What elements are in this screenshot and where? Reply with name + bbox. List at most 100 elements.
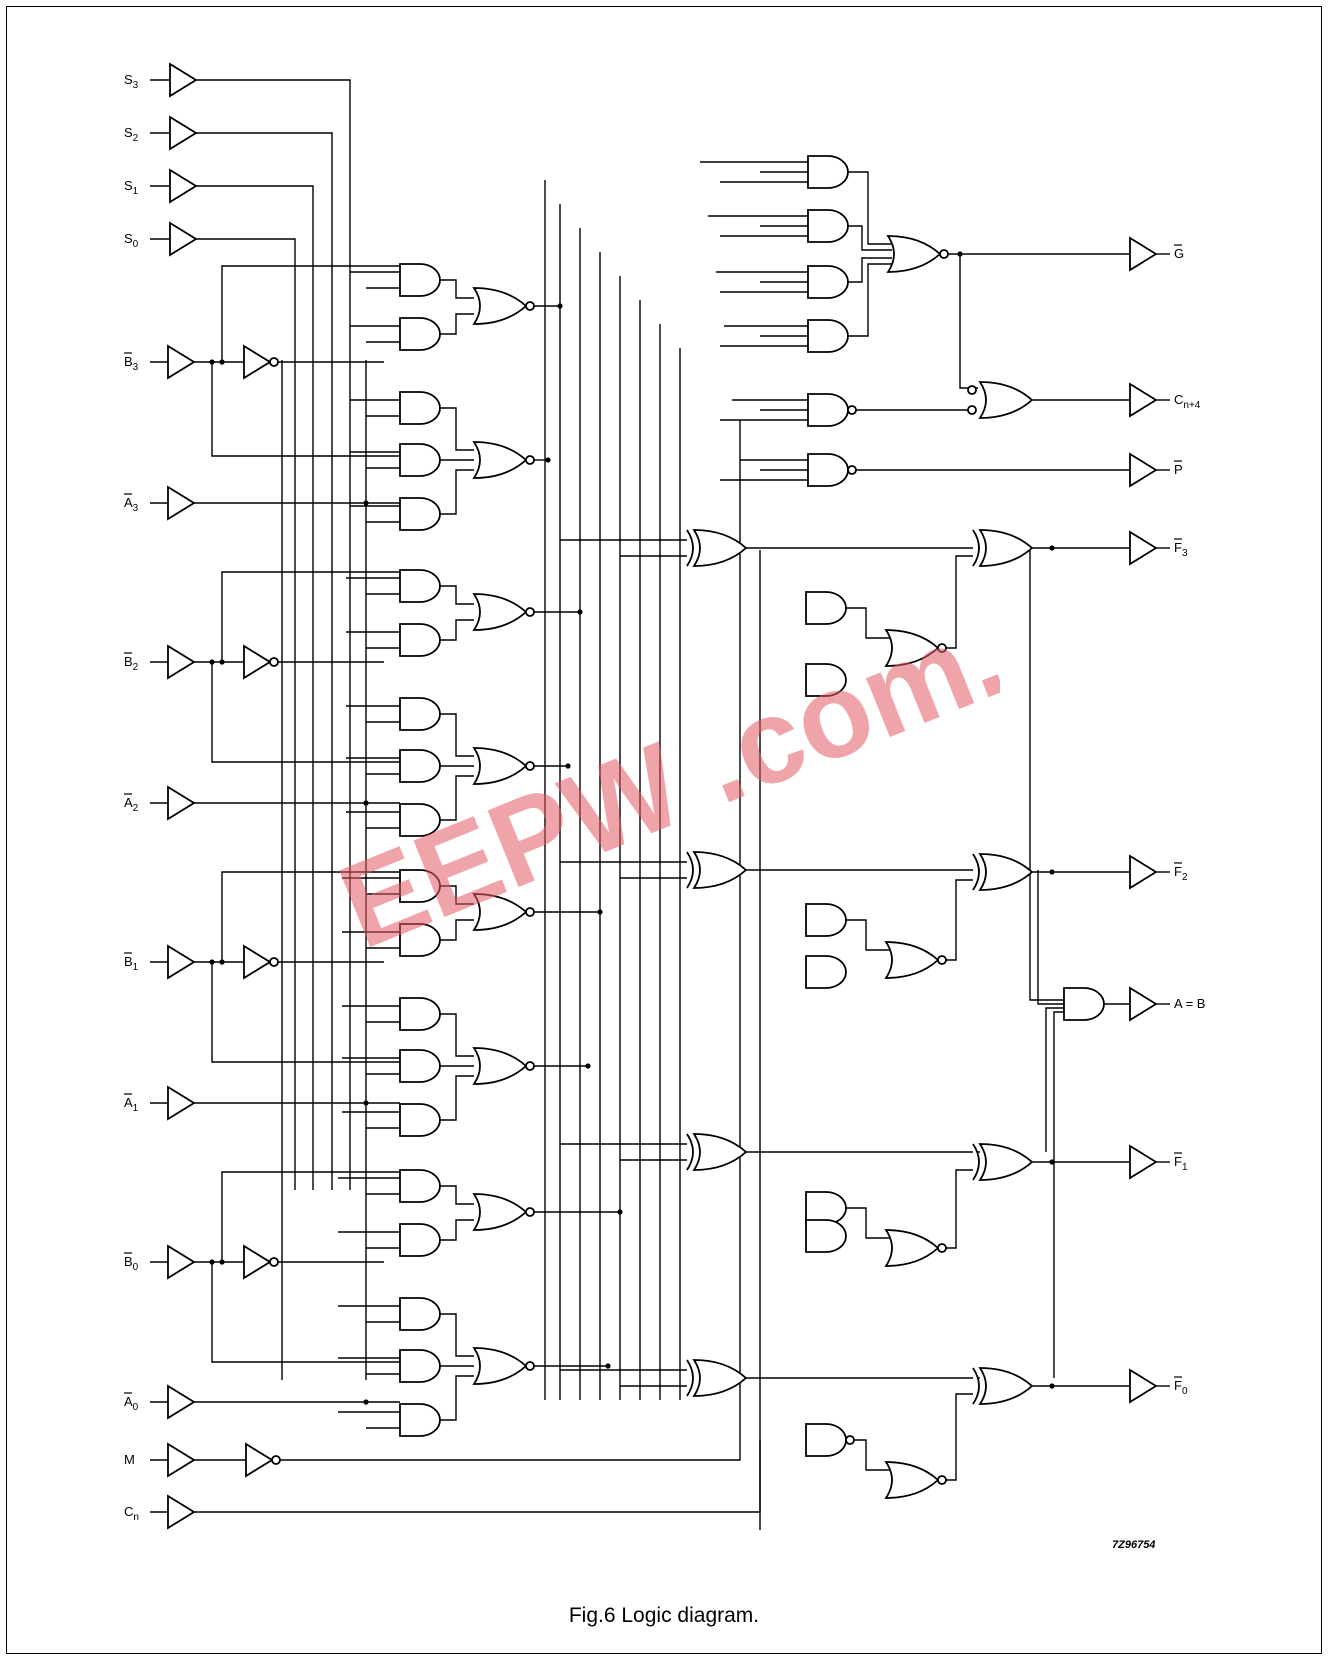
and-gate (399, 803, 441, 837)
pin-label-A0: A0 (124, 1394, 139, 1413)
and-gate (399, 1223, 441, 1257)
buffer-gate (169, 62, 198, 98)
pin-label-A1: A1 (124, 1095, 139, 1114)
inversion-bubble (525, 455, 535, 465)
and-gate (399, 1169, 441, 1203)
nor-gate (472, 893, 528, 931)
xor-gate (692, 1133, 748, 1171)
and-gate (399, 923, 441, 957)
xor-gate-arc (686, 1359, 694, 1397)
xor-gate (978, 1367, 1034, 1405)
buffer-gate (167, 785, 196, 821)
inversion-bubble (847, 405, 857, 415)
and-gate (807, 319, 849, 353)
wire (211, 1262, 400, 1363)
inverter-gate (243, 644, 272, 680)
drawing-ref: 7Z96754 (1112, 1539, 1155, 1551)
inversion-bubble (525, 1361, 535, 1371)
buffer-gate (167, 1494, 196, 1530)
wire (846, 1439, 890, 1471)
wire (196, 79, 351, 1190)
wire (196, 132, 333, 1190)
inversion-bubble (937, 1475, 947, 1485)
buffer-gate (169, 115, 198, 151)
buffer-gate (1129, 382, 1158, 418)
and-gate (399, 391, 441, 425)
wire (221, 571, 400, 662)
and-gate (399, 1349, 441, 1383)
buffer-gate (167, 1384, 196, 1420)
wire (846, 607, 890, 639)
wire (440, 313, 474, 335)
wire (942, 1393, 976, 1481)
junction-dot (565, 763, 571, 769)
pin-label-B3: B3 (124, 354, 139, 373)
wire (440, 279, 474, 299)
pin-label-F1: F1 (1174, 1154, 1188, 1173)
nor-gate (472, 747, 528, 785)
pin-label-S0: S0 (124, 231, 139, 250)
wire (211, 962, 400, 1063)
wire (959, 254, 978, 389)
and-gate (805, 591, 847, 625)
wire (440, 469, 474, 515)
wire (221, 871, 400, 962)
junction-dot (363, 1100, 369, 1106)
wire (1053, 1011, 1064, 1378)
inversion-bubble (937, 643, 947, 653)
junction-dot (363, 1399, 369, 1405)
pin-label-S3: S3 (124, 72, 139, 91)
pin-label-G: G (1174, 246, 1184, 261)
and-gate (399, 749, 441, 783)
wire (211, 662, 400, 763)
nor-gate (884, 941, 940, 979)
junction-dot (545, 457, 551, 463)
wire (1029, 548, 1064, 1001)
wire (942, 555, 976, 649)
nor-gate (472, 1347, 528, 1385)
and-gate (399, 623, 441, 657)
wire (440, 1185, 474, 1205)
inversion-bubble (271, 1455, 281, 1465)
buffer-gate (167, 1442, 196, 1478)
pin-label-F3: F3 (1174, 540, 1188, 559)
buffer-gate (1129, 530, 1158, 566)
wire (440, 1075, 474, 1121)
inversion-bubble (269, 1257, 279, 1267)
xor-gate-arc (972, 853, 980, 891)
wire (440, 585, 474, 605)
inversion-bubble (937, 955, 947, 965)
buffer-gate (1129, 1144, 1158, 1180)
and-gate (399, 317, 441, 351)
wire (440, 407, 474, 451)
xor-gate-arc (686, 1133, 694, 1171)
figure-frame (6, 6, 1322, 1654)
pin-label-B2: B2 (124, 654, 139, 673)
nor-gate (472, 1047, 528, 1085)
buffer-gate (1129, 452, 1158, 488)
buffer-gate (167, 1085, 196, 1121)
nor-gate (884, 1229, 940, 1267)
nor-gate (472, 1193, 528, 1231)
pin-label-S1: S1 (124, 178, 139, 197)
xor-gate (978, 853, 1034, 891)
inverter-gate (245, 1442, 274, 1478)
wire (942, 1169, 976, 1249)
pin-label-AeqB: A = B (1174, 996, 1205, 1011)
inversion-bubble (967, 385, 977, 395)
pin-label-F2: F2 (1174, 864, 1188, 883)
nor-gate (886, 235, 942, 273)
junction-dot (585, 1063, 591, 1069)
pin-label-B0: B0 (124, 1254, 139, 1273)
inversion-bubble (939, 249, 949, 259)
junction-dot (1049, 1383, 1055, 1389)
junction-dot (605, 1363, 611, 1369)
nor-gate (884, 1461, 940, 1499)
inversion-bubble (967, 405, 977, 415)
wire (1045, 1007, 1064, 1152)
wire (280, 1450, 741, 1461)
nand-gate (805, 1423, 847, 1457)
wire (196, 238, 296, 1190)
